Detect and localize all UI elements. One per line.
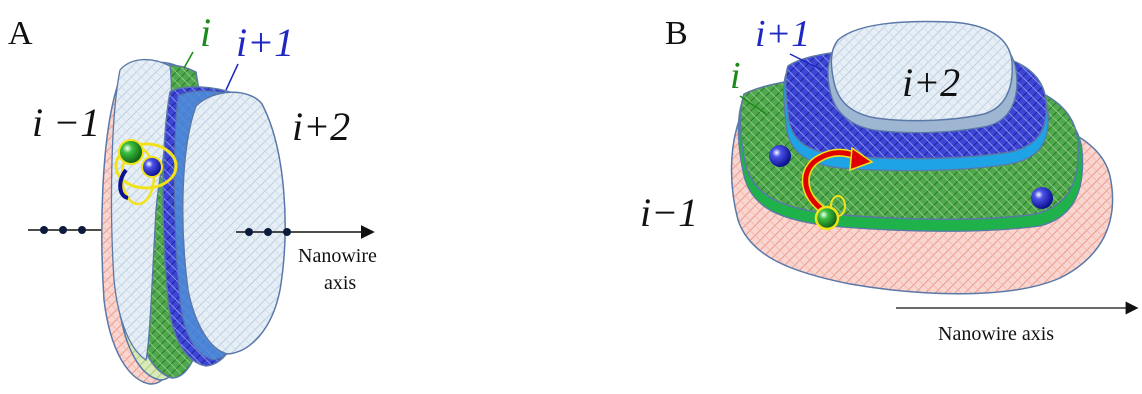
green-atom bbox=[814, 205, 840, 231]
blue-atom bbox=[141, 156, 163, 178]
panel-a-axis-label-line1: Nanowire bbox=[298, 245, 377, 267]
panel-a-leader-i-plus-1 bbox=[225, 63, 239, 91]
blue-atom bbox=[1031, 187, 1053, 209]
panel-b-leader-i-plus-1 bbox=[789, 53, 823, 71]
panel-b-label-i-plus-2: i+2 bbox=[902, 60, 960, 105]
panel-a-label-i: i bbox=[200, 10, 211, 55]
green-atom bbox=[118, 139, 144, 165]
axis-dot bbox=[59, 226, 67, 234]
panel-b-label-i-plus-1: i+1 bbox=[755, 13, 810, 55]
atom-path bbox=[118, 168, 129, 200]
panel-a-label-i-plus-1: i+1 bbox=[236, 20, 294, 65]
panel-b-label-i: i bbox=[730, 55, 741, 97]
axis-dot bbox=[283, 228, 291, 236]
panel-b-letter: B bbox=[665, 15, 688, 52]
axis-dot bbox=[40, 226, 48, 234]
blue-atom bbox=[769, 145, 791, 167]
axis-dot bbox=[264, 228, 272, 236]
panel-a-label-i-plus-2: i+2 bbox=[292, 104, 350, 149]
panel-b-axis-label: Nanowire axis bbox=[938, 323, 1054, 345]
panel-a-axis-label-line2: axis bbox=[324, 272, 356, 294]
panel-b-leader-i bbox=[739, 95, 767, 115]
orbit-ring bbox=[114, 142, 178, 190]
red-arrow-stroke bbox=[803, 150, 863, 215]
panel-a: A i −1 i i+1 i bbox=[8, 10, 377, 385]
panel-b-layer-i-plus-2 bbox=[830, 20, 1013, 122]
panel-a-letter: A bbox=[8, 15, 33, 52]
panel-a-leader-i bbox=[183, 51, 194, 69]
axis-dot bbox=[245, 228, 253, 236]
panel-a-label-i-minus-1: i −1 bbox=[32, 100, 100, 145]
axis-dot bbox=[78, 226, 86, 234]
panel-b-label-i-minus-1: i−1 bbox=[640, 190, 698, 235]
panel-b: B i+1 i i+2 i−1 Nanowire axis bbox=[640, 13, 1139, 345]
red-arrow-head bbox=[849, 146, 874, 172]
panel-a-layer-pale-front bbox=[110, 59, 172, 362]
panel-a-layer-i-plus-2 bbox=[182, 91, 286, 355]
